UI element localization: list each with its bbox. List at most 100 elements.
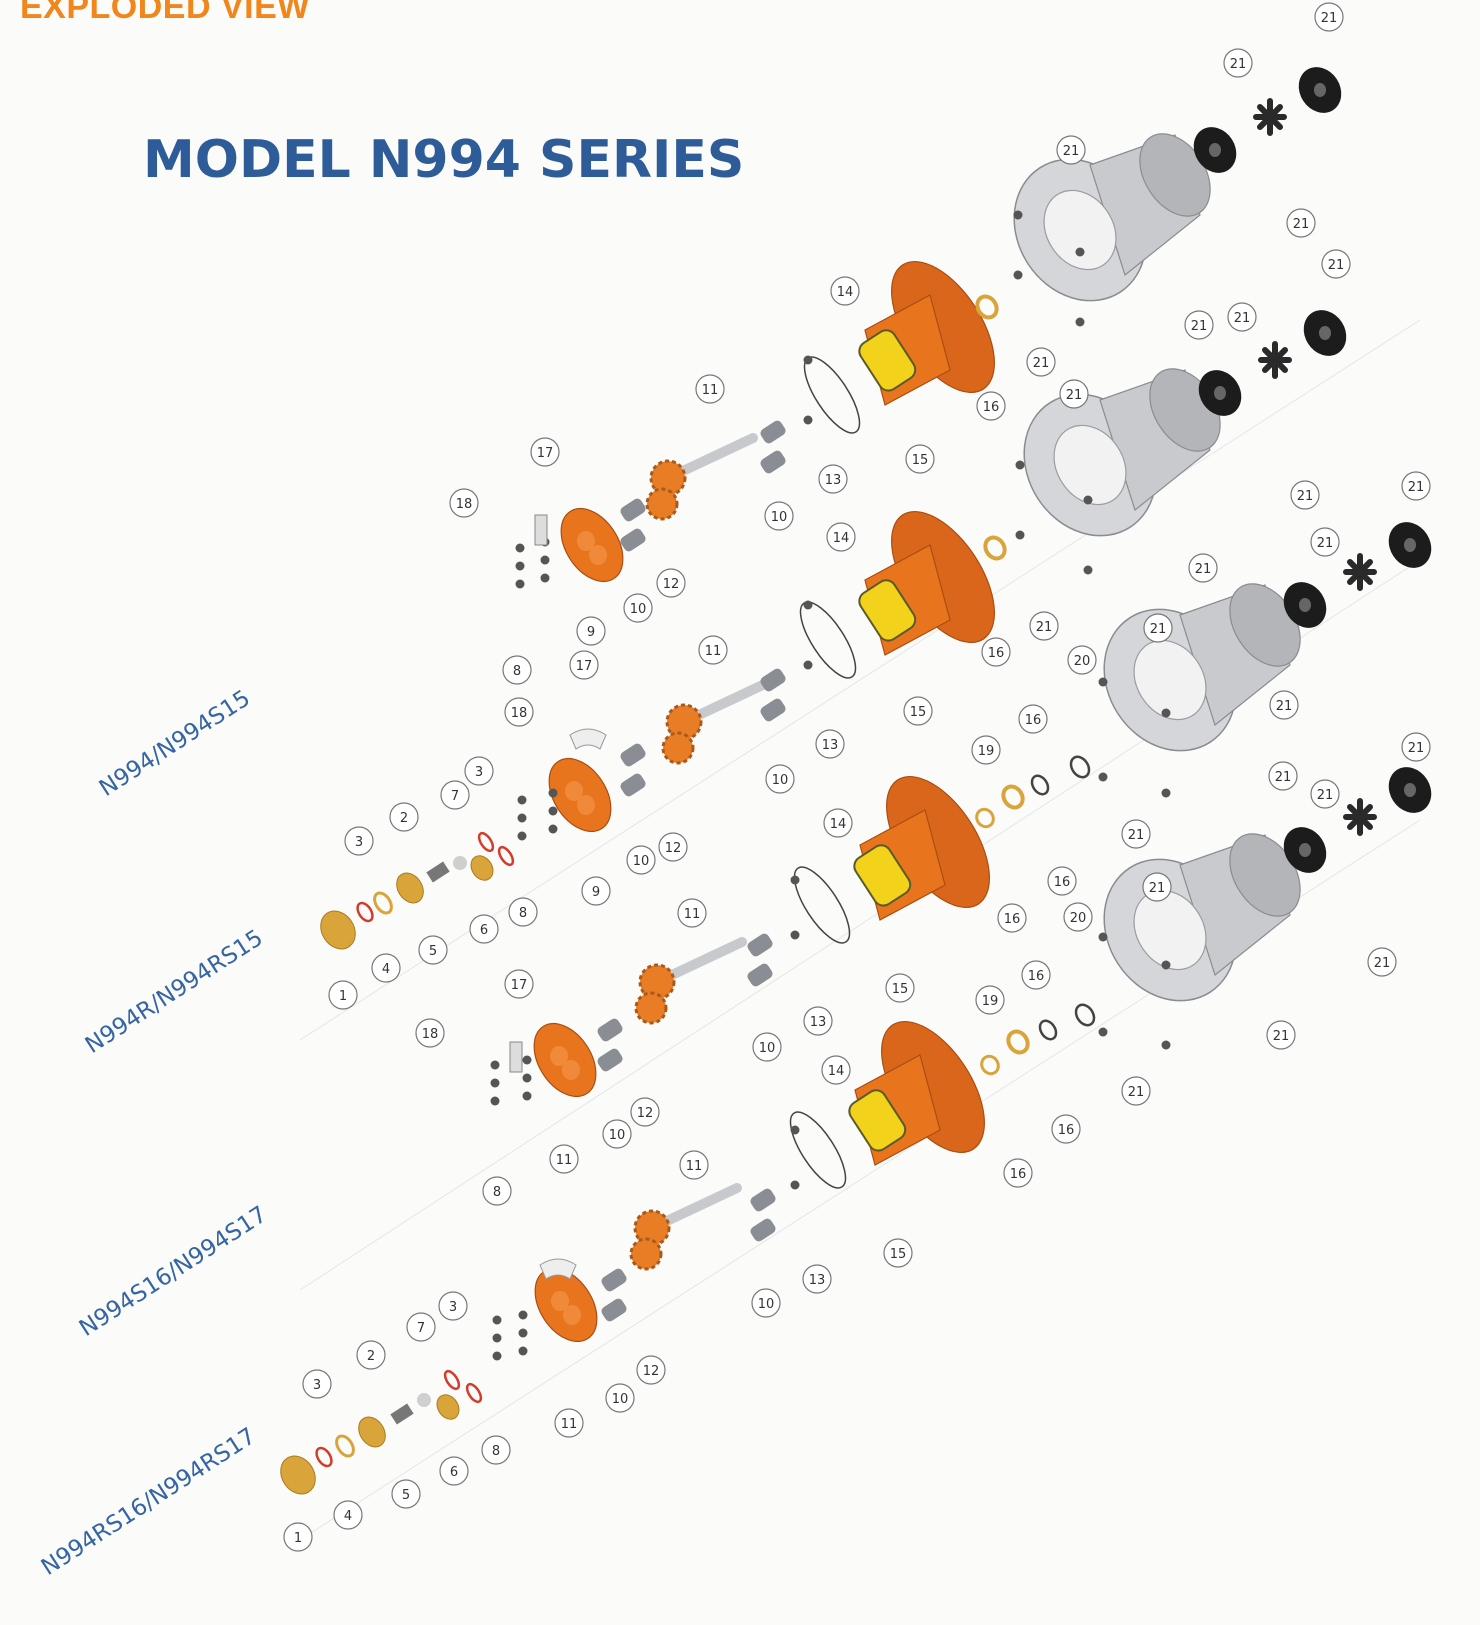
callout-11: 11 <box>677 898 707 928</box>
pump-head-port <box>565 781 583 801</box>
callout-8: 8 <box>482 1176 512 1206</box>
callout-circle <box>1121 1076 1151 1106</box>
callout-circle <box>971 735 1001 765</box>
callout-circle <box>581 876 611 906</box>
adjusting-cap <box>320 910 356 950</box>
callout-circle <box>549 1144 579 1174</box>
callout-circle <box>1059 379 1089 409</box>
callout-circle <box>464 756 494 786</box>
screw <box>803 355 813 365</box>
callout-circle <box>1188 553 1218 583</box>
gear <box>629 1237 663 1271</box>
bracket-bore <box>1133 639 1207 721</box>
callout-circle <box>905 444 935 474</box>
screw <box>515 543 525 553</box>
coupling-bore <box>1319 326 1331 340</box>
callout-number: 7 <box>417 1321 425 1336</box>
callout-9: 9 <box>576 616 606 646</box>
gear <box>633 1209 671 1247</box>
callout-16: 16 <box>1051 1114 1081 1144</box>
callout-circle <box>1401 732 1431 762</box>
callout-circle <box>439 1456 469 1486</box>
callout-15: 15 <box>903 696 933 726</box>
callout-number: 21 <box>1063 144 1080 159</box>
callout-number: 16 <box>1054 875 1071 890</box>
callout-number: 12 <box>665 841 682 856</box>
callout-number: 17 <box>511 978 528 993</box>
callout-number: 21 <box>1275 770 1292 785</box>
bracket-housing <box>1103 583 1301 752</box>
callout-circle <box>438 1291 468 1321</box>
callout-number: 21 <box>1328 258 1345 273</box>
callout-number: 14 <box>830 817 847 832</box>
callout-number: 20 <box>1070 911 1087 926</box>
pump-body-cavity <box>858 329 917 392</box>
bracket-housing <box>1023 368 1221 537</box>
callout-21: 21 <box>1227 302 1257 332</box>
screw <box>522 1055 532 1065</box>
callout-17: 17 <box>530 437 560 467</box>
gear <box>665 703 703 741</box>
callout-21: 21 <box>1184 310 1214 340</box>
screw <box>540 555 550 565</box>
screw <box>1013 270 1023 280</box>
screw <box>1098 1027 1108 1037</box>
bushing <box>620 528 646 552</box>
callout-5: 5 <box>391 1479 421 1509</box>
pump-head-port <box>577 531 595 551</box>
bushing-pair <box>620 498 646 552</box>
callout-circle <box>815 729 845 759</box>
callout-circle <box>677 898 707 928</box>
callout-circle <box>1401 471 1431 501</box>
callout-number: 21 <box>1036 620 1053 635</box>
callout-circle <box>569 650 599 680</box>
callout-circle <box>449 488 479 518</box>
callout-circle <box>976 391 1006 421</box>
callout-circle <box>751 1288 781 1318</box>
gear-set <box>634 937 747 1025</box>
screw <box>1161 1040 1171 1050</box>
callout-number: 21 <box>1234 311 1251 326</box>
callout-number: 11 <box>684 907 701 922</box>
screw <box>1083 495 1093 505</box>
callout-number: 1 <box>294 1531 302 1546</box>
callout-number: 21 <box>1273 1029 1290 1044</box>
callout-number: 16 <box>1025 713 1042 728</box>
screw <box>518 1310 528 1320</box>
coupling-bore <box>1299 598 1311 612</box>
callout-circle <box>975 985 1005 1015</box>
bushing-pair <box>760 420 786 474</box>
callout-circle <box>883 1238 913 1268</box>
callout-21: 21 <box>1059 379 1089 409</box>
bushing <box>601 1298 627 1322</box>
spring-guide <box>396 872 424 904</box>
callout-10: 10 <box>764 501 794 531</box>
screw <box>1098 932 1108 942</box>
callout-circle <box>1286 208 1316 238</box>
callout-circle <box>1266 1020 1296 1050</box>
pump-head-port <box>550 1046 568 1066</box>
label-plate <box>534 514 548 546</box>
callout-circle <box>1184 310 1214 340</box>
callout-circle <box>356 1340 386 1370</box>
callout-7: 7 <box>406 1312 436 1342</box>
screw <box>1075 317 1085 327</box>
coupling-spider <box>1343 553 1377 591</box>
callout-number: 17 <box>576 659 593 674</box>
callout-circle <box>530 437 560 467</box>
o-ring <box>356 901 374 923</box>
pump-body <box>853 775 990 921</box>
screw <box>1015 460 1025 470</box>
callout-18: 18 <box>449 488 479 518</box>
callout-20: 20 <box>1067 645 1097 675</box>
callout-number: 1 <box>339 989 347 1004</box>
bushing-pair <box>760 668 786 722</box>
callout-10: 10 <box>626 845 656 875</box>
callout-circle <box>752 1032 782 1062</box>
callout-circle <box>802 1264 832 1294</box>
callout-number: 15 <box>912 453 929 468</box>
bushing <box>760 450 786 474</box>
callout-number: 16 <box>1010 1167 1027 1182</box>
callout-number: 18 <box>511 706 528 721</box>
callout-13: 13 <box>815 729 845 759</box>
